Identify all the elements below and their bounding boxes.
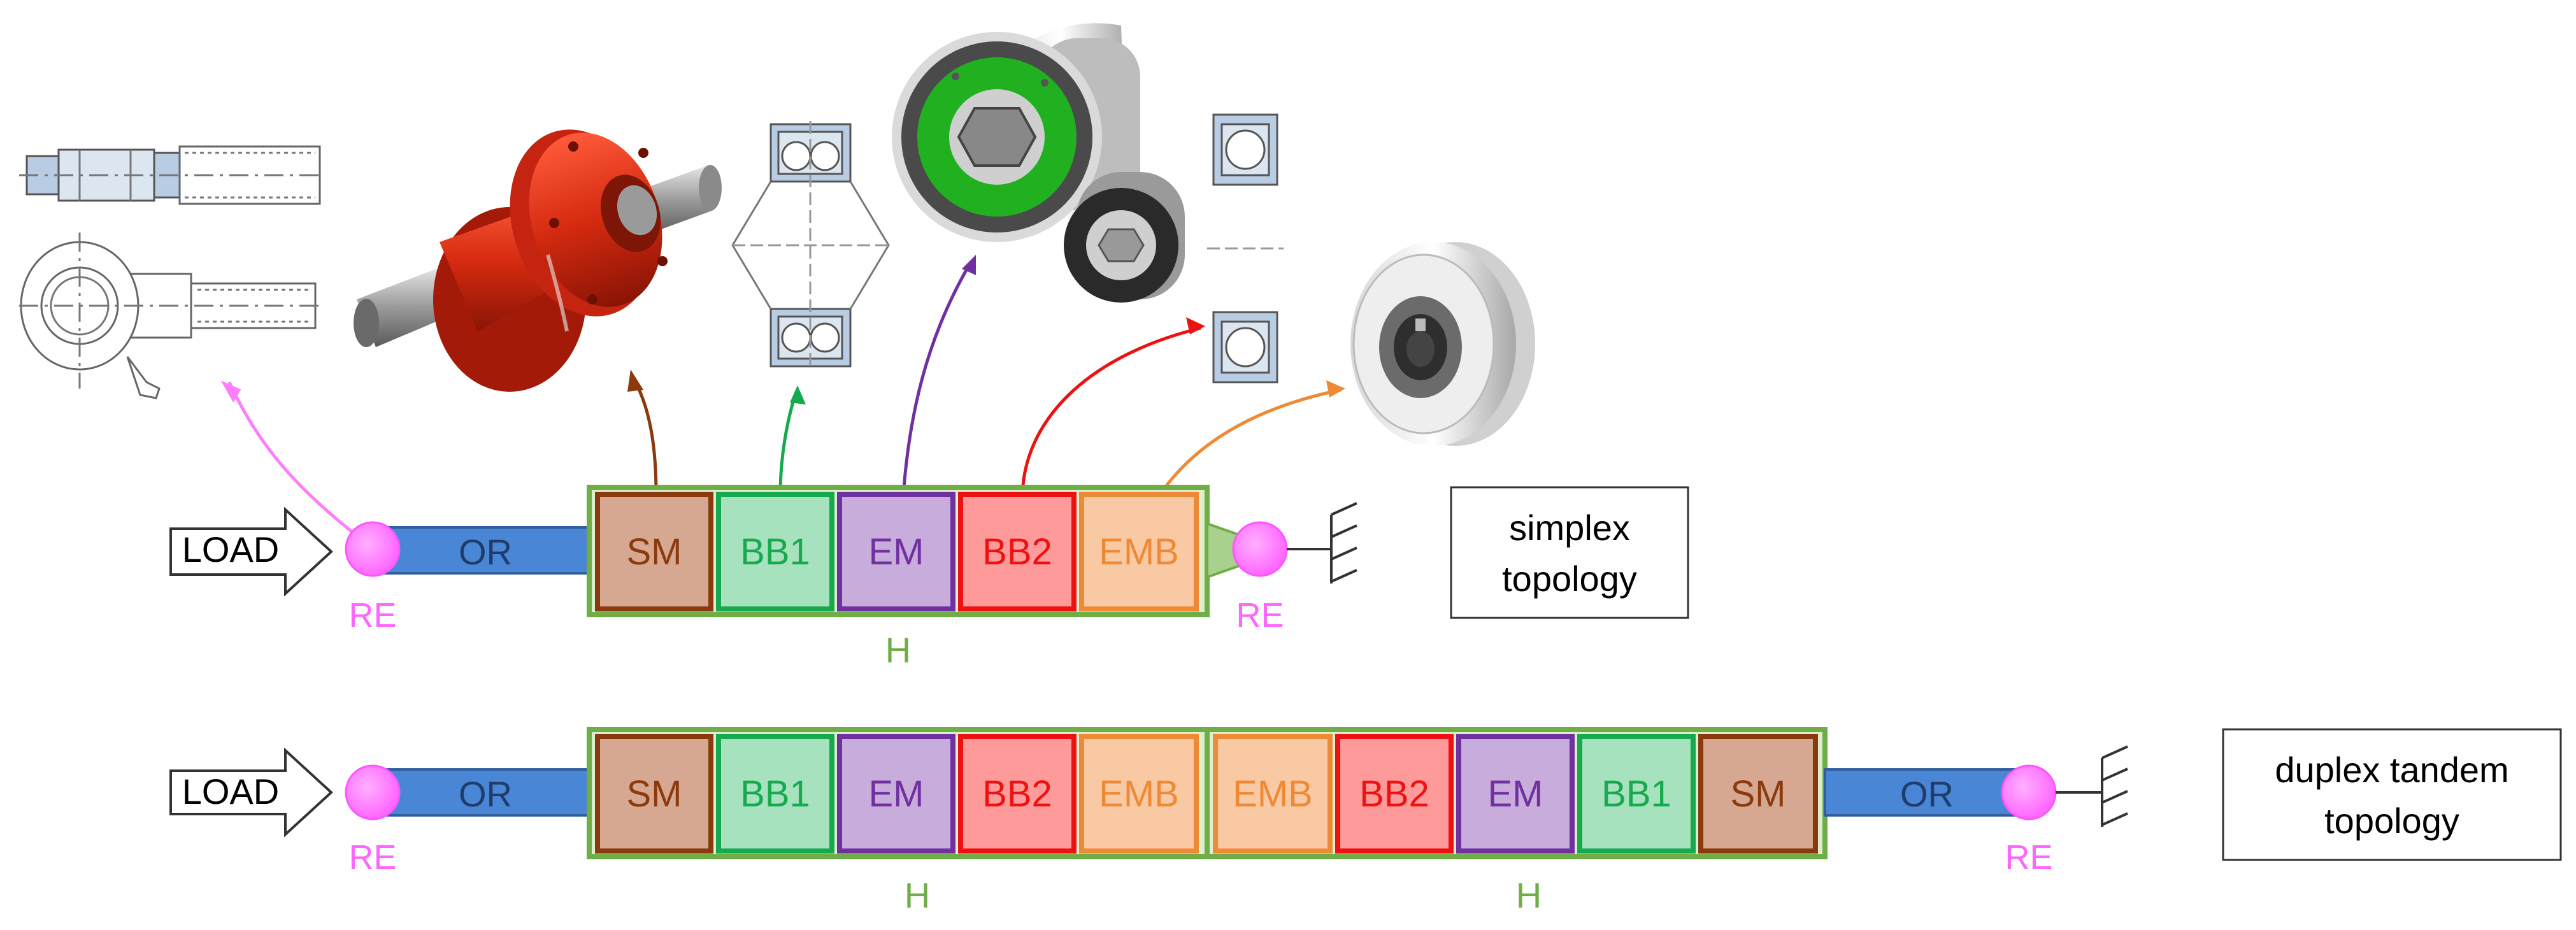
rod-end-right-duplex-label: RE (2005, 838, 2052, 876)
ground-symbol (1287, 502, 1357, 583)
block-emb-right (1213, 734, 1333, 854)
simplex-title-line2: topology (1502, 559, 1637, 599)
block-sm-label: SM (627, 531, 682, 573)
housing-right-label: H (1516, 875, 1542, 915)
block-sm-left (595, 734, 713, 854)
duplex-topology-row: LOAD OR RE H H SM BB1 EM BB2 EMB EMB BB2… (169, 727, 2562, 915)
block-bb2-right (1335, 734, 1454, 854)
arrow-bb2 (1020, 326, 1201, 494)
arrowhead-rod-end (220, 380, 241, 403)
block-sm (595, 492, 713, 612)
ground-symbol-duplex (2056, 745, 2128, 827)
block-sm-left-label: SM (627, 773, 682, 815)
rod-end-right-duplex (2001, 764, 2057, 820)
arrowhead-emb (1326, 380, 1345, 397)
roller-screw-icon (354, 129, 722, 392)
simplex-title-line1: simplex (1509, 508, 1630, 548)
housing-left-label: H (905, 875, 930, 915)
arrowhead-em (962, 255, 976, 275)
block-emb-label: EMB (1099, 531, 1179, 573)
block-bb2-right-label: BB2 (1359, 773, 1429, 815)
block-emb-left (1079, 734, 1199, 854)
arrow-bb1 (778, 391, 798, 494)
electromagnetic-brake-icon (1350, 242, 1535, 446)
block-bb1-left-label: BB1 (740, 773, 810, 815)
block-emb-left-label: EMB (1099, 773, 1179, 815)
output-rod-left-label: OR (459, 774, 512, 814)
rod-end-right (1232, 521, 1288, 577)
block-bb2-label: BB2 (982, 531, 1052, 573)
double-ball-bearing-icon (731, 121, 890, 369)
block-bb1-right (1577, 734, 1696, 854)
electric-motor-icon (892, 23, 1185, 303)
duplex-title-line2: topology (2324, 801, 2459, 841)
output-rod (375, 526, 597, 575)
single-ball-bearing-icon (1207, 113, 1284, 383)
load-arrow-duplex (169, 747, 333, 838)
rod-end-left-label: RE (348, 596, 396, 634)
block-bb1-right-label: BB1 (1601, 773, 1671, 815)
duplex-title-line1: duplex tandem (2275, 750, 2508, 790)
block-bb2-left (958, 734, 1077, 854)
block-emb-right-label: EMB (1233, 773, 1313, 815)
output-rod-right-label: OR (1900, 774, 1954, 814)
block-em-left-label: EM (869, 773, 924, 815)
arrowhead-sm (627, 369, 643, 392)
block-bb2-left-label: BB2 (982, 773, 1052, 815)
duplex-title-box (2222, 728, 2562, 861)
housing-label: H (885, 630, 911, 670)
rod-end-left-duplex (345, 764, 401, 820)
block-bb2 (958, 492, 1077, 612)
output-rod-label: OR (459, 532, 512, 572)
block-bb1-left (716, 734, 834, 854)
load-label: LOAD (182, 529, 280, 569)
arrowhead-bb1 (790, 385, 806, 404)
rod-end-left (345, 521, 401, 577)
block-em-left (837, 734, 955, 854)
block-sm-right-label: SM (1731, 773, 1786, 815)
block-bb1 (716, 492, 834, 612)
arrow-rod-end (227, 381, 374, 549)
block-em (837, 492, 955, 612)
arrowhead-bb2 (1186, 317, 1205, 334)
rod-end-right-label: RE (1236, 596, 1284, 634)
simplex-title-box (1450, 486, 1689, 619)
simplex-topology-row: LOAD OR RE H SM BB1 EM BB2 EMB RE (169, 485, 1689, 670)
block-em-right-label: EM (1488, 773, 1543, 815)
rod-end-left-duplex-label: RE (348, 838, 396, 876)
block-em-right (1456, 734, 1575, 854)
arrow-sm (632, 378, 658, 494)
block-em-label: EM (869, 531, 924, 573)
load-arrow (169, 506, 333, 597)
block-emb (1079, 492, 1199, 612)
block-sm-right (1698, 734, 1818, 854)
rod-end-drawing-icon (19, 145, 325, 399)
load-label-duplex: LOAD (182, 771, 280, 812)
block-bb1-label: BB1 (740, 531, 810, 573)
